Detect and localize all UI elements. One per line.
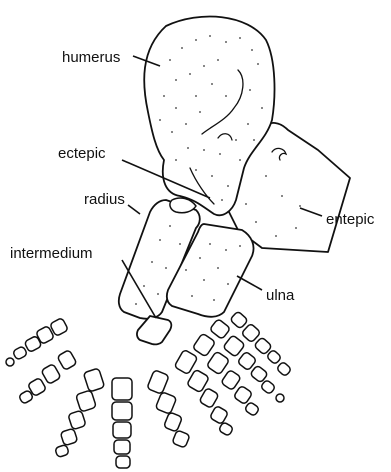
radius-leader [128, 205, 140, 214]
ulna-leader [237, 276, 262, 290]
intermedium-bone [137, 316, 171, 344]
label-entepic: entepic [326, 211, 375, 228]
digit-3 [55, 368, 105, 458]
label-ectepic: ectepic [58, 145, 106, 162]
digit-5 [147, 370, 190, 448]
label-radius: radius [84, 191, 125, 208]
label-intermedium: intermedium [10, 245, 93, 262]
digit-4 [112, 378, 132, 468]
label-ulna: ulna [266, 287, 295, 304]
label-humerus: humerus [62, 49, 120, 66]
digit-2 [18, 350, 77, 405]
